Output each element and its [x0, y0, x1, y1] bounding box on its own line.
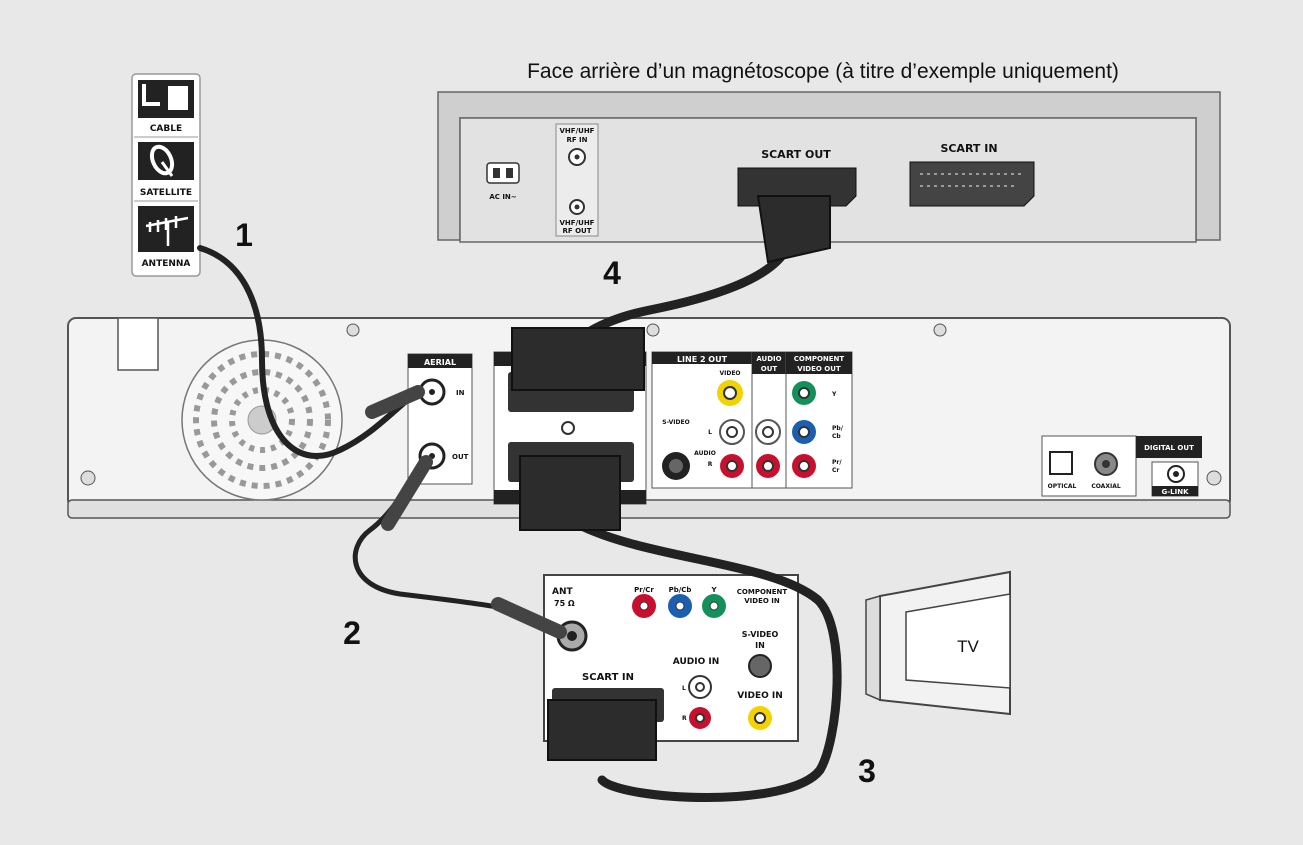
vcr-scart-in-label: SCART IN [940, 142, 997, 155]
tv-video-in-label: VIDEO IN [737, 691, 783, 701]
tv-ant-label: ANT [552, 587, 573, 597]
screw-icon [933, 323, 947, 337]
screw-icon [80, 470, 96, 486]
screw-icon [1206, 470, 1222, 486]
step-number-2: 2 [343, 615, 361, 651]
diagram-title: Face arrière d’un magnétoscope (à titre … [527, 60, 1119, 83]
tv-ant-plug [491, 597, 567, 639]
line2-out-label: LINE 2 OUT [677, 355, 728, 364]
recorder-scart-plug-bottom [519, 455, 621, 531]
source-icons: CABLE SATELLITE ANTENNA [131, 73, 201, 277]
vcr-rf-out-label-2: RF OUT [562, 227, 591, 235]
tv-s-video-jack [748, 654, 772, 678]
audio-out-label-1: AUDIO [756, 355, 781, 363]
vcr-rf-in-label-2: RF IN [566, 136, 587, 144]
optical-jack [1049, 451, 1073, 475]
vcr-rf-in-label-1: VHF/UHF [560, 127, 595, 135]
digital-out-block [1041, 435, 1137, 497]
step-number-1: 1 [235, 217, 253, 253]
source-cable-label: CABLE [150, 124, 182, 134]
line2-audio-label: AUDIO [694, 450, 716, 457]
recorder-scart-plug-top [511, 327, 645, 391]
aerial-out-label: OUT [452, 453, 469, 461]
line2-l-label: L [708, 429, 712, 436]
tv-scart-in-label: SCART IN [582, 672, 634, 683]
tv-pr-label: Pr/Cr [634, 586, 654, 594]
aerial-in-plug [365, 385, 425, 419]
vcr-rf-out-label-1: VHF/UHF [560, 219, 595, 227]
vcr-scart-in-socket [909, 161, 1035, 207]
audio-out-label-2: OUT [761, 365, 778, 373]
tv-s-video-label-1: S-VIDEO [742, 630, 779, 639]
component-out-label-1: COMPONENT [794, 355, 845, 363]
tv-scart-plug [547, 699, 657, 761]
source-satellite-label: SATELLITE [140, 188, 192, 198]
cables [197, 195, 842, 802]
tv-ant-ohm-label: 75 Ω [554, 599, 575, 608]
cable-1 [197, 245, 415, 459]
coaxial-label: COAXIAL [1091, 483, 1120, 490]
digital-out-label: DIGITAL OUT [1144, 444, 1194, 452]
tv-s-video-label-2: IN [755, 641, 765, 650]
tv-y-label: Y [710, 586, 717, 594]
tv-component-label-2: VIDEO IN [744, 597, 780, 605]
screw-icon [346, 323, 360, 337]
aerial-label: AERIAL [424, 358, 456, 367]
tv-pb-label: Pb/Cb [669, 586, 692, 594]
aerial-in-label: IN [456, 389, 465, 397]
component-pb-label-2: Cb [832, 433, 841, 440]
vcr-scart-plug [756, 195, 831, 264]
step-number-3: 3 [858, 753, 876, 789]
tv-audio-in-label: AUDIO IN [673, 657, 719, 667]
line2-s-video-label: S-VIDEO [662, 419, 689, 426]
vcr-ac-in-label: AC IN~ [489, 193, 516, 201]
component-pr-label-2: Cr [832, 467, 839, 474]
step-number-4: 4 [603, 255, 621, 291]
aerial-out-plug [381, 455, 433, 531]
component-y-label: Y [831, 391, 837, 398]
line2-r-label: R [708, 461, 713, 468]
line2-video-label: VIDEO [719, 370, 740, 377]
vcr-scart-out-label: SCART OUT [761, 148, 831, 161]
scart-screw-icon [561, 421, 575, 435]
source-antenna-label: ANTENNA [142, 259, 191, 269]
recorder-rear-panel: AERIAL IN OUT LINE 2 OUT VIDEO S-VIDEO A… [67, 317, 1231, 519]
g-link-label: G-LINK [1162, 488, 1190, 496]
ac-inlet-icon [486, 162, 520, 184]
tv-audio-r-label: R [682, 715, 687, 722]
tv-audio-l-label: L [682, 685, 686, 692]
screw-icon [646, 323, 660, 337]
tv-icon: TV [865, 570, 1011, 716]
tv-component-label-1: COMPONENT [737, 588, 788, 596]
tv-label: TV [957, 637, 979, 656]
cable-3 [565, 515, 842, 802]
vcr-rf-block [555, 123, 599, 237]
component-out-label-2: VIDEO OUT [797, 365, 841, 373]
optical-label: OPTICAL [1048, 483, 1077, 490]
component-pr-label-1: Pr/ [832, 459, 842, 466]
component-pb-label-1: Pb/ [832, 425, 844, 432]
